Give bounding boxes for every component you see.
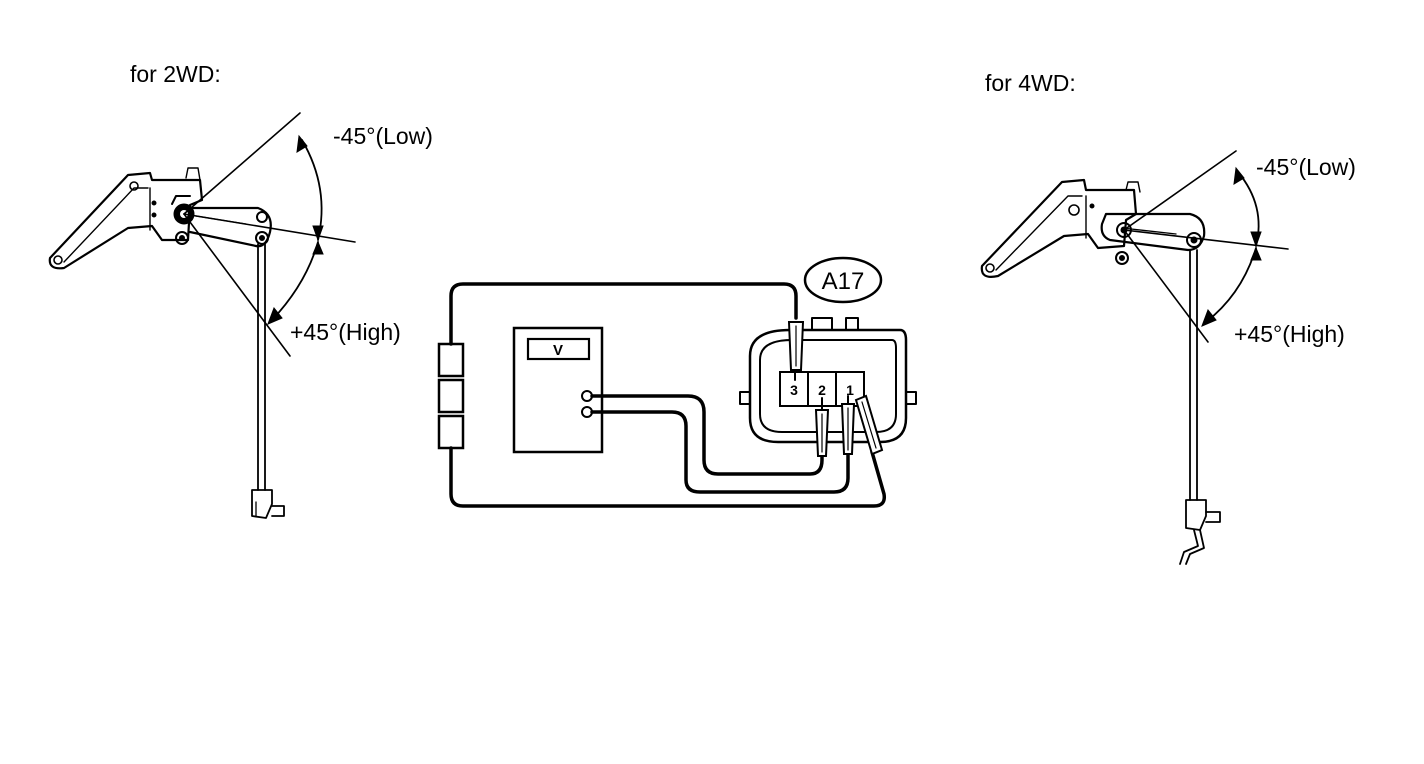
title-4wd: for 4WD: xyxy=(985,70,1076,96)
battery xyxy=(437,342,465,450)
sensor-2wd: for 2WD: xyxy=(48,61,433,519)
connector-code-callout: A17 xyxy=(803,256,883,304)
test-circuit: V 3 2 1 xyxy=(437,256,917,508)
connector-code: A17 xyxy=(822,268,865,295)
pin-2-label: 2 xyxy=(818,382,826,398)
angle-guide-4wd xyxy=(1123,150,1289,343)
link-rod-4wd xyxy=(1179,249,1221,565)
pivot-2wd xyxy=(171,195,195,245)
high-angle-label-4wd: +45°(High) xyxy=(1234,321,1345,347)
title-2wd: for 2WD: xyxy=(130,61,221,87)
high-angle-label-2wd: +45°(High) xyxy=(290,319,401,345)
arm-4wd xyxy=(1100,212,1206,265)
voltmeter: V xyxy=(512,326,604,454)
pin-1-label: 1 xyxy=(846,382,854,398)
pin-3-label: 3 xyxy=(790,382,798,398)
sensor-4wd: for 4WD: xyxy=(980,70,1356,565)
arm-2wd xyxy=(184,206,272,248)
bracket-4wd xyxy=(980,178,1141,278)
battery-wires xyxy=(449,282,887,508)
low-angle-label-2wd: -45°(Low) xyxy=(333,123,433,149)
bracket-2wd xyxy=(48,167,204,270)
meter-leads xyxy=(590,394,850,494)
angle-guide-2wd xyxy=(183,112,356,357)
link-rod-2wd xyxy=(251,243,285,519)
pin-labels: 3 2 1 xyxy=(790,382,854,398)
probes xyxy=(787,321,884,457)
voltmeter-symbol: V xyxy=(553,342,563,359)
low-angle-label-4wd: -45°(Low) xyxy=(1256,154,1356,180)
